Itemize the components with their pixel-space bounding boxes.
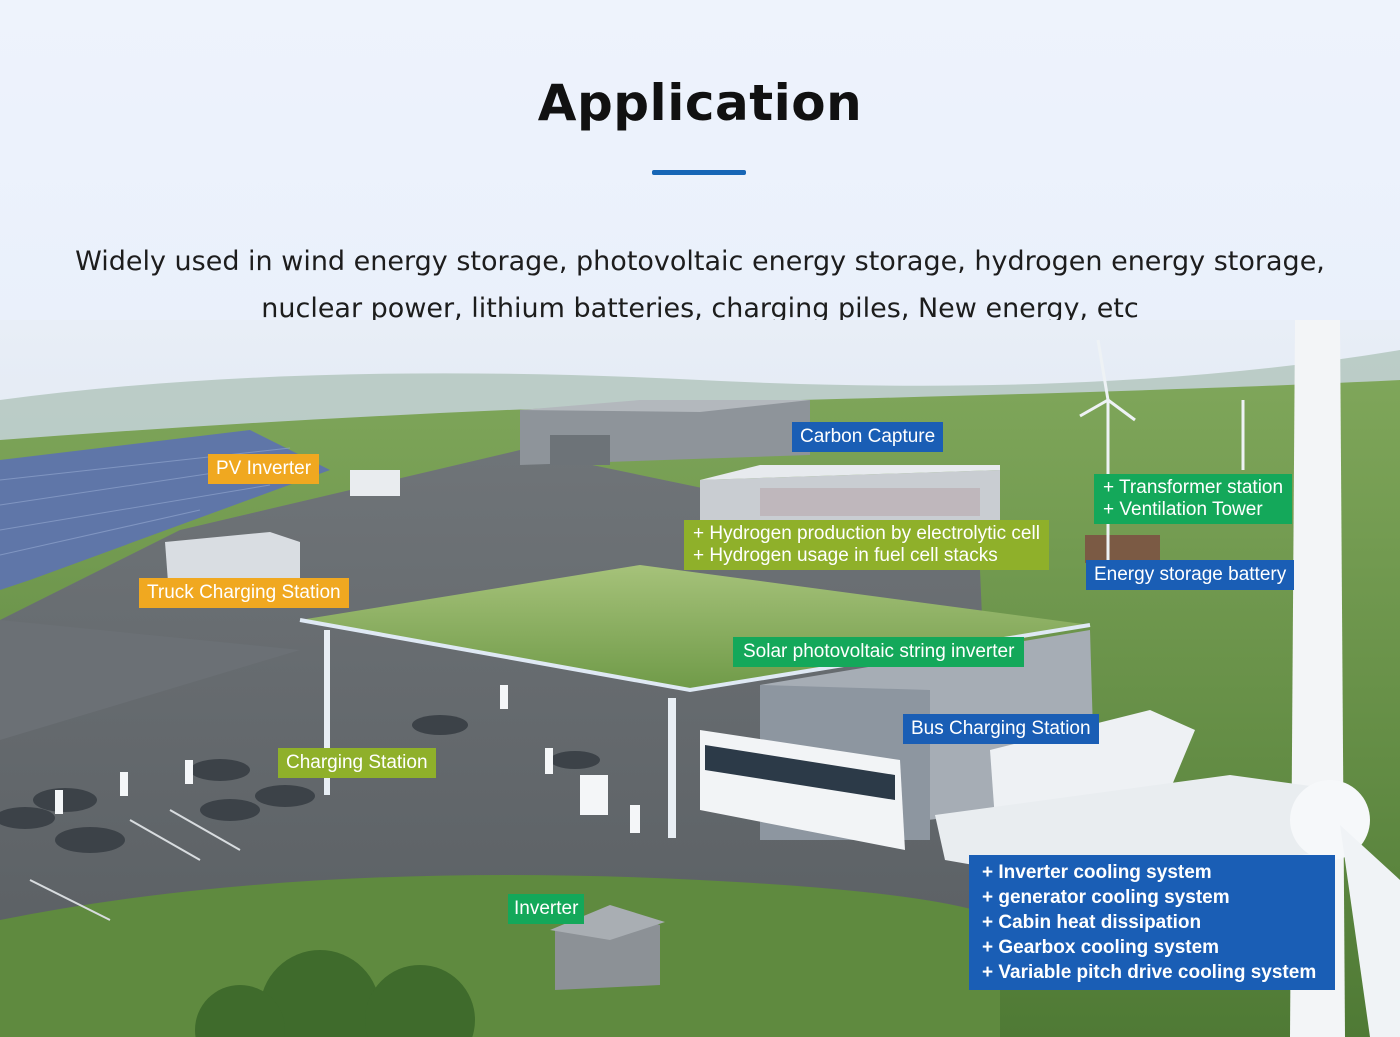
tag-truck-charging-label: Truck Charging Station: [147, 582, 341, 603]
application-scene-illustration: PV Inverter Truck Charging Station Carbo…: [0, 320, 1400, 1037]
scene-illustration: [0, 320, 1400, 1037]
tag-hydrogen: + Hydrogen production by electrolytic ce…: [684, 520, 1049, 570]
wind-item-5: + Variable pitch drive cooling system: [982, 962, 1317, 983]
tag-carbon-capture: Carbon Capture: [792, 422, 944, 452]
header: Application Widely used in wind energy s…: [0, 0, 1400, 360]
tag-solar-string-inverter-label: Solar photovoltaic string inverter: [743, 641, 1015, 662]
wind-item-1: + Inverter cooling system: [982, 862, 1212, 883]
tag-transformer-station-label: + Transformer station: [1103, 477, 1284, 498]
tag-energy-storage-battery: Energy storage battery: [1086, 560, 1295, 590]
wind-item-3: + Cabin heat dissipation: [982, 912, 1202, 933]
wind-item-2: + generator cooling system: [982, 887, 1230, 908]
tag-hydrogen-production-label: + Hydrogen production by electrolytic ce…: [693, 523, 1040, 544]
tag-inverter-label: Inverter: [514, 898, 579, 919]
tag-pv-inverter: PV Inverter: [208, 454, 320, 484]
subtitle-line-2: nuclear power, lithium batteries, chargi…: [261, 293, 1139, 324]
title-underline: [652, 170, 746, 175]
subtitle-line-1: Widely used in wind energy storage, phot…: [75, 246, 1325, 277]
tag-transformer-ventilation: + Transformer station + Ventilation Towe…: [1094, 474, 1293, 524]
tag-ventilation-tower-label: + Ventilation Tower: [1103, 499, 1263, 520]
tag-carbon-capture-label: Carbon Capture: [800, 426, 936, 447]
tag-charging-station: Charging Station: [278, 748, 436, 778]
tag-truck-charging-station: Truck Charging Station: [139, 578, 349, 608]
tag-energy-storage-battery-label: Energy storage battery: [1094, 564, 1287, 585]
wind-item-4: + Gearbox cooling system: [982, 937, 1220, 958]
tag-pv-inverter-label: PV Inverter: [216, 458, 312, 479]
tag-wind-turbine-cooling: + Inverter cooling system + generator co…: [969, 855, 1335, 990]
tag-inverter: Inverter: [508, 894, 585, 924]
tag-hydrogen-usage-label: + Hydrogen usage in fuel cell stacks: [693, 545, 998, 566]
tag-bus-charging-station: Bus Charging Station: [903, 714, 1099, 744]
page-title: Application: [537, 74, 863, 132]
tag-charging-station-label: Charging Station: [286, 752, 428, 773]
page-subtitle: Widely used in wind energy storage, phot…: [40, 238, 1360, 332]
tag-bus-charging-label: Bus Charging Station: [911, 718, 1091, 739]
tag-solar-string-inverter: Solar photovoltaic string inverter: [733, 637, 1025, 667]
